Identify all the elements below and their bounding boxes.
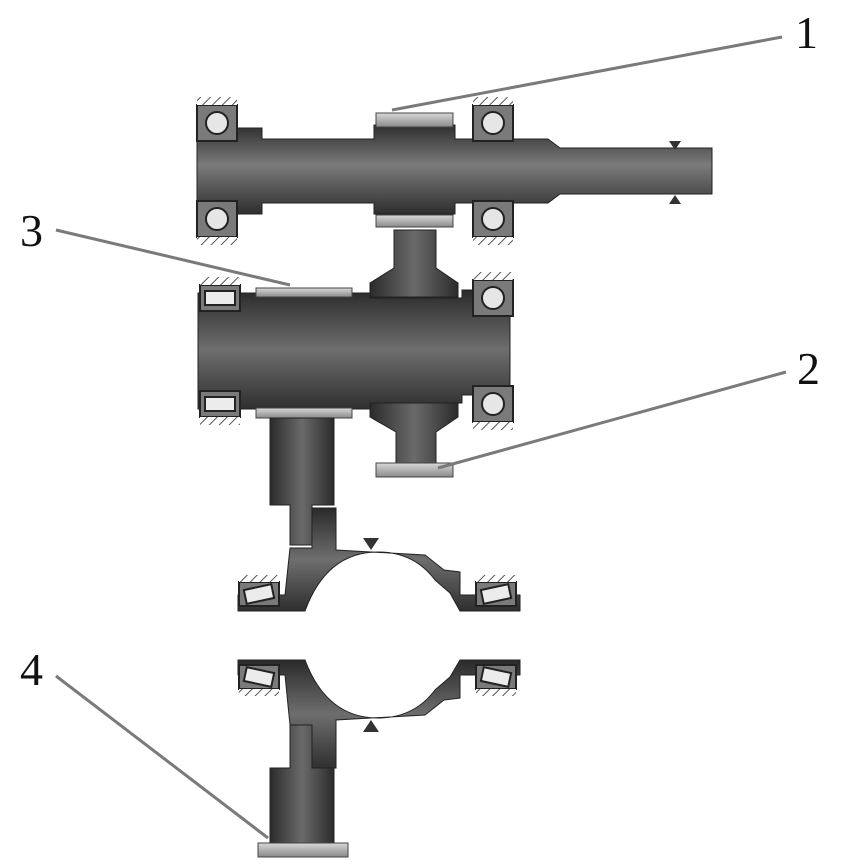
part-2-pad	[375, 462, 454, 478]
callout-2: 2	[797, 343, 820, 394]
top-gear-pad-lower	[375, 214, 454, 228]
bearing-top-left-upper	[196, 104, 238, 142]
housing-hatch	[473, 272, 513, 280]
leader-line-4	[55, 674, 269, 840]
bearing-mid-right-upper	[472, 279, 514, 317]
housing-hatch	[239, 689, 279, 696]
top-shaft-assembly	[196, 97, 713, 245]
bearing-top-right-lower	[472, 200, 514, 238]
housing-hatch	[197, 237, 237, 245]
bearing-lower-upper-right	[475, 581, 517, 607]
housing-hatch	[200, 277, 240, 285]
upper-intermediate-gear	[369, 229, 459, 298]
bearing-lower-lower-left	[238, 664, 280, 690]
housing-hatch	[473, 422, 513, 430]
datum-triangle-marker	[669, 141, 681, 150]
bearing-lower-upper-left	[238, 581, 280, 607]
bearing-mid-left-upper	[199, 284, 241, 312]
part-4-pad	[257, 842, 349, 858]
middle-gear-pad-upper	[255, 287, 353, 298]
lower-intermediate-gear	[369, 402, 459, 465]
housing-hatch	[200, 417, 240, 425]
bearing-top-right-upper	[472, 104, 514, 142]
top-gear-pad-upper	[375, 112, 454, 128]
housing-hatch	[473, 97, 513, 105]
leader-lines	[55, 35, 787, 840]
housing-hatch	[197, 97, 237, 105]
bearing-mid-right-lower	[472, 385, 514, 423]
bearing-top-left-lower	[196, 200, 238, 238]
middle-shaft-body	[197, 289, 511, 410]
housing-hatch	[476, 689, 516, 696]
housing-hatch	[476, 575, 516, 582]
callout-3: 3	[20, 205, 43, 256]
middle-shaft-assembly	[197, 229, 514, 478]
bearing-lower-lower-right	[475, 664, 517, 690]
crank-arm-lower	[237, 659, 521, 769]
top-shaft	[196, 124, 713, 215]
leader-line-1	[391, 35, 783, 112]
bearing-mid-left-lower	[199, 390, 241, 418]
lower-arm-upper-half	[237, 417, 521, 612]
datum-triangle-marker	[363, 538, 379, 550]
housing-hatch	[473, 237, 513, 245]
leader-line-3	[55, 228, 291, 287]
middle-gear-pad-lower	[255, 407, 353, 419]
datum-triangle-marker	[363, 720, 379, 732]
callout-4: 4	[20, 644, 43, 695]
callout-1: 1	[795, 7, 818, 58]
lower-arm-lower-half	[237, 659, 521, 858]
datum-triangle-marker	[669, 195, 681, 204]
leader-line-2	[437, 370, 787, 470]
housing-hatch	[239, 575, 279, 582]
